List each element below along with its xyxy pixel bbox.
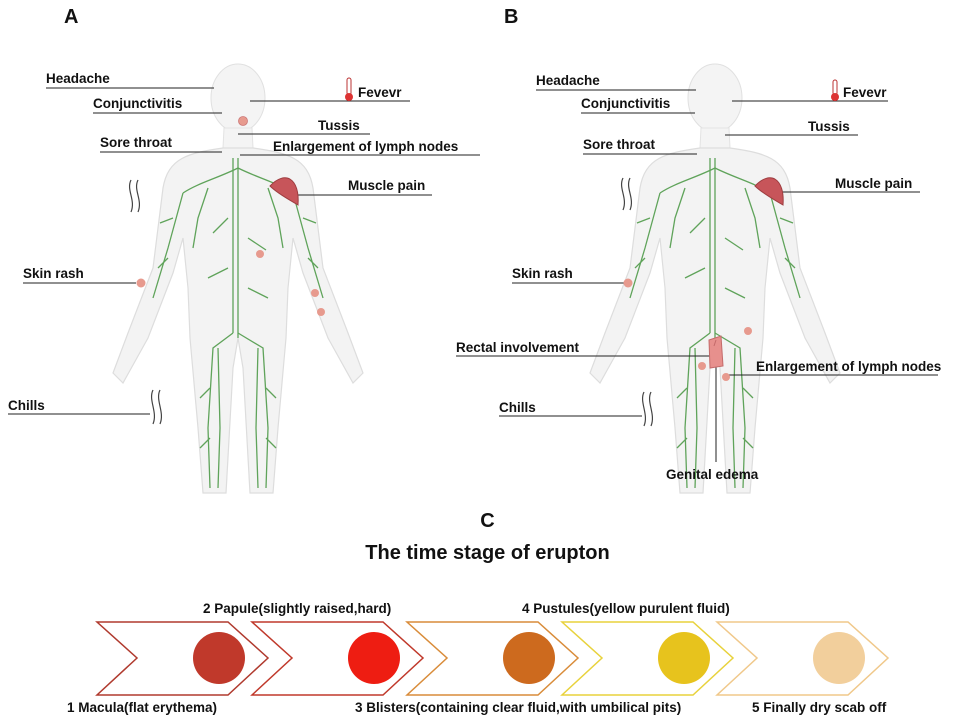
a-label-muscle-pain: Muscle pain <box>348 178 426 193</box>
stage-4-label: 4 Pustules(yellow purulent fluid) <box>522 601 730 616</box>
stage-2-lesion <box>348 632 400 684</box>
a-label-tussis: Tussis <box>318 118 360 133</box>
stage-2-label: 2 Papule(slightly raised,hard) <box>203 601 392 616</box>
stage-5-label: 5 Finally dry scab off <box>752 700 887 715</box>
b-label-headache: Headache <box>536 73 600 88</box>
panel-c-title: The time stage of erupton <box>365 542 610 564</box>
b-label-conjunctivitis: Conjunctivitis <box>581 96 671 111</box>
stage-5-lesion <box>813 632 865 684</box>
b-label-chills: Chills <box>499 400 536 415</box>
b-label-sore-throat: Sore throat <box>583 137 656 152</box>
panel-c-letter: C <box>480 510 495 532</box>
b-label-tussis: Tussis <box>808 119 850 134</box>
stage-1-label: 1 Macula(flat erythema) <box>67 700 218 715</box>
panel-b-symbols <box>620 79 839 427</box>
a-label-sore-throat: Sore throat <box>100 135 173 150</box>
b-label-lymph-nodes: Enlargement of lymph nodes <box>756 359 942 374</box>
b-label-rectal: Rectal involvement <box>456 340 580 355</box>
b-label-fever: Fevevr <box>843 85 887 100</box>
a-label-chills: Chills <box>8 398 45 413</box>
a-label-fever: Fevevr <box>358 85 402 100</box>
stage-3-label: 3 Blisters(containing clear fluid,with u… <box>355 700 682 715</box>
a-label-conjunctivitis: Conjunctivitis <box>93 96 183 111</box>
stage-chevrons <box>95 621 890 696</box>
a-label-headache: Headache <box>46 71 110 86</box>
a-label-skin-rash: Skin rash <box>23 266 84 281</box>
b-label-skin-rash: Skin rash <box>512 266 573 281</box>
stage-1-lesion <box>193 632 245 684</box>
b-label-muscle-pain: Muscle pain <box>835 176 913 191</box>
panel-b-letter: B <box>504 6 519 28</box>
panel-a-letter: A <box>64 6 79 28</box>
panel-a-symbols <box>128 77 353 425</box>
stage-4-lesion <box>658 632 710 684</box>
a-label-lymph-nodes: Enlargement of lymph nodes <box>273 139 459 154</box>
body-figure-b <box>589 63 841 494</box>
stage-3-lesion <box>503 632 555 684</box>
b-label-genital-edema: Genital edema <box>666 467 759 482</box>
